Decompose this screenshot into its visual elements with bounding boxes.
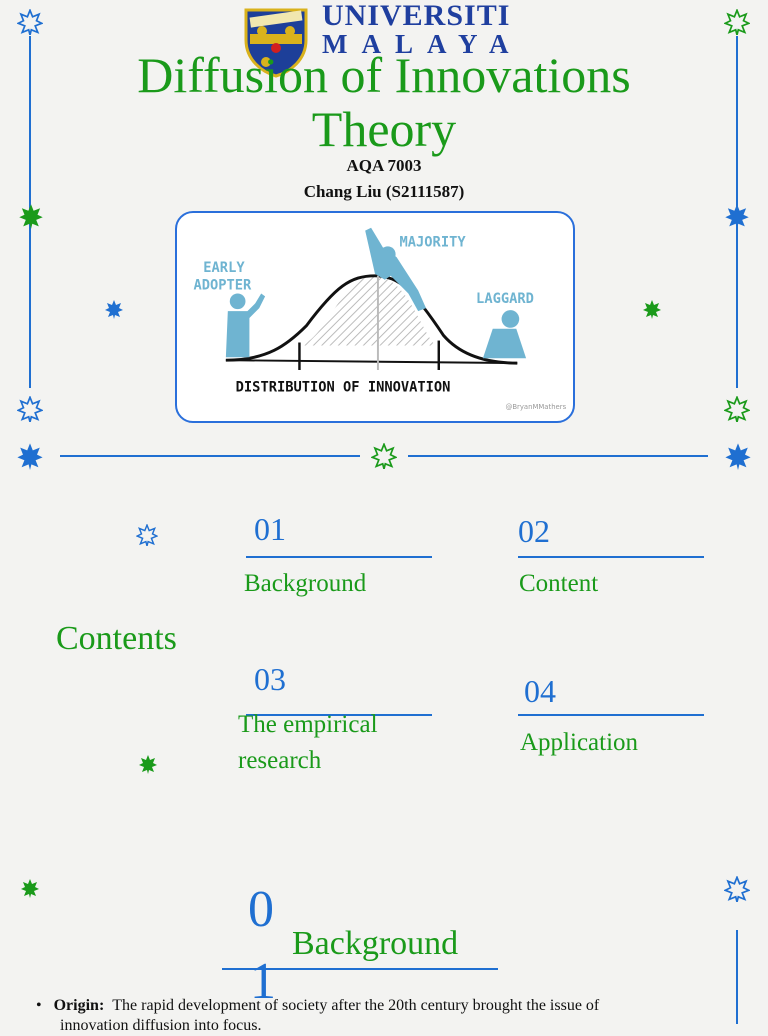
- item-01-number: 01: [254, 511, 286, 547]
- outline-star-icon: [371, 443, 397, 469]
- course-code: AQA 7003: [346, 156, 422, 175]
- item-02-number: 02: [518, 513, 550, 549]
- item-04-underline: [518, 714, 704, 716]
- outline-star-icon: [724, 9, 750, 35]
- majority-label: MAJORITY: [400, 234, 467, 250]
- bullet-text-continued: innovation diffusion into focus.: [60, 1017, 262, 1034]
- filled-star-icon: [724, 442, 752, 470]
- university-name: UNIVERSITI: [322, 0, 511, 32]
- right-border-line-bottom: [736, 930, 738, 1024]
- outline-star-icon: [17, 9, 43, 35]
- early-label-line2: ADOPTER: [193, 278, 252, 294]
- filled-star-icon: [138, 754, 158, 774]
- laggard-label: LAGGARD: [476, 291, 534, 307]
- contents-heading: Contents: [56, 620, 177, 657]
- outline-star-icon: [724, 396, 750, 422]
- distribution-illustration: EARLY ADOPTER MAJORITY LAGGARD DISTRIBUT…: [175, 211, 575, 423]
- outline-star-icon: [136, 524, 158, 546]
- item-03-underline: [246, 714, 432, 716]
- filled-star-icon: [18, 203, 44, 229]
- item-01-underline: [246, 556, 432, 558]
- item-03-number: 03: [254, 661, 286, 697]
- bullet-label: Origin:: [53, 997, 105, 1014]
- divider-line-right: [408, 455, 708, 457]
- filled-star-icon: [16, 442, 44, 470]
- section-number-bottom: 1: [250, 953, 276, 1010]
- early-label-line1: EARLY: [203, 260, 245, 276]
- bullet-dot: •: [36, 997, 54, 1014]
- item-03-label-line2: research: [238, 747, 322, 774]
- author-name: Chang Liu (S2111587): [303, 182, 465, 201]
- filled-star-icon: [724, 203, 750, 229]
- illustration-credit: @BryanMMathers: [505, 403, 566, 411]
- item-03-label[interactable]: The empirical research: [238, 709, 378, 777]
- university-subname: MALAYA: [322, 29, 523, 59]
- bullet-text: The rapid development of society after t…: [112, 997, 600, 1014]
- university-crest-logo: [240, 6, 312, 78]
- section-number-top: 0: [248, 881, 274, 938]
- page-title: Diffusion of Innovations Theory: [0, 48, 768, 156]
- item-02-underline: [518, 556, 704, 558]
- bullet-origin: • Origin: The rapid development of socie…: [36, 996, 736, 1036]
- outline-star-icon: [17, 396, 43, 422]
- filled-star-icon: [642, 299, 662, 319]
- section-underline: [222, 968, 498, 970]
- item-04-label[interactable]: Application: [520, 729, 639, 756]
- filled-star-icon: [104, 299, 124, 319]
- item-04-number: 04: [524, 673, 556, 709]
- item-01-label[interactable]: Background: [244, 570, 367, 597]
- filled-star-icon: [20, 878, 40, 898]
- title-line-1: Diffusion of Innovations: [137, 47, 631, 103]
- divider-line-left: [60, 455, 360, 457]
- outline-star-icon: [724, 876, 750, 902]
- illustration-caption: DISTRIBUTION OF INNOVATION: [236, 380, 451, 396]
- item-02-label[interactable]: Content: [519, 570, 599, 597]
- title-line-2: Theory: [311, 101, 457, 157]
- section-title: Background: [292, 925, 459, 962]
- item-03-label-line1: The empirical: [238, 711, 378, 738]
